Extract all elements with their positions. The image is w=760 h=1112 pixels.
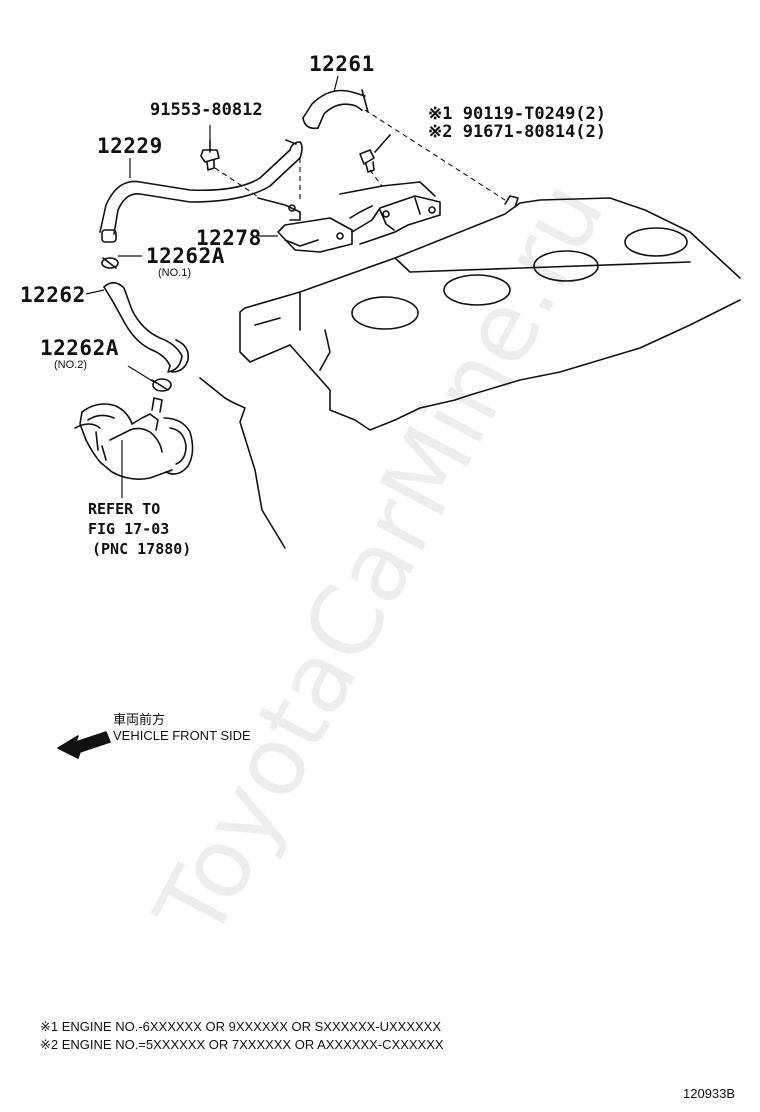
- refer-line-2: FIG 17-03: [88, 520, 170, 538]
- air-intake-duct: [74, 397, 194, 480]
- cylinder-bore-1: [351, 296, 419, 330]
- refer-line-1: REFER TO: [88, 500, 161, 518]
- clip-12262A-no2: [151, 378, 172, 392]
- footnote-2: ※2 ENGINE NO.=5XXXXXX OR 7XXXXXX OR AXXX…: [40, 1037, 444, 1052]
- engine-cylinder-head: [239, 195, 741, 431]
- leader-12262A-2: [127, 365, 155, 383]
- part-label-12262A-no2-sub: (NO.2): [54, 359, 87, 371]
- hose-12262: [103, 281, 190, 373]
- part-label-12261: 12261: [309, 52, 375, 76]
- footnote-1: ※1 ENGINE NO.-6XXXXXX OR 9XXXXXX OR SXXX…: [40, 1019, 442, 1034]
- hose-12261: [302, 89, 369, 130]
- cylinder-bore-2: [443, 274, 511, 306]
- part-label-12262A-no1: 12262A: [146, 244, 225, 268]
- leader-12261: [333, 75, 339, 93]
- dashed-guide-1: [364, 109, 506, 201]
- vehicle-front-jp: 車両前方: [113, 712, 166, 727]
- part-label-12262A-no2: 12262A: [40, 336, 119, 360]
- bracket-12278: [257, 181, 441, 253]
- bolt-90119-91671: [359, 134, 391, 173]
- clip-12262A-no1: [101, 257, 119, 269]
- part-label-91671-80814: ※2 91671-80814(2): [428, 122, 607, 142]
- cylinder-bore-3: [533, 250, 599, 282]
- part-label-12262: 12262: [20, 283, 86, 307]
- leader-12262: [85, 289, 105, 295]
- dashed-guide-3: [369, 169, 383, 187]
- part-label-12262A-no1-sub: (NO.1): [158, 267, 191, 279]
- hose-12229: [99, 139, 303, 243]
- vehicle-front-en: VEHICLE FRONT SIDE: [113, 728, 251, 743]
- engine-edge-line: [199, 377, 286, 549]
- bolt-91553-80812: [200, 139, 220, 171]
- part-label-91553-80812: 91553-80812: [150, 100, 263, 120]
- vehicle-front-arrow: [57, 731, 111, 759]
- part-label-12278: 12278: [196, 226, 262, 250]
- part-label-12229: 12229: [97, 134, 163, 158]
- cylinder-bore-4: [624, 227, 688, 257]
- refer-line-3: (PNC 17880): [92, 540, 192, 558]
- dashed-guide-2: [214, 167, 261, 199]
- part-label-90119-T0249: ※1 90119-T0249(2): [428, 104, 607, 124]
- figure-code: 120933B: [683, 1086, 736, 1101]
